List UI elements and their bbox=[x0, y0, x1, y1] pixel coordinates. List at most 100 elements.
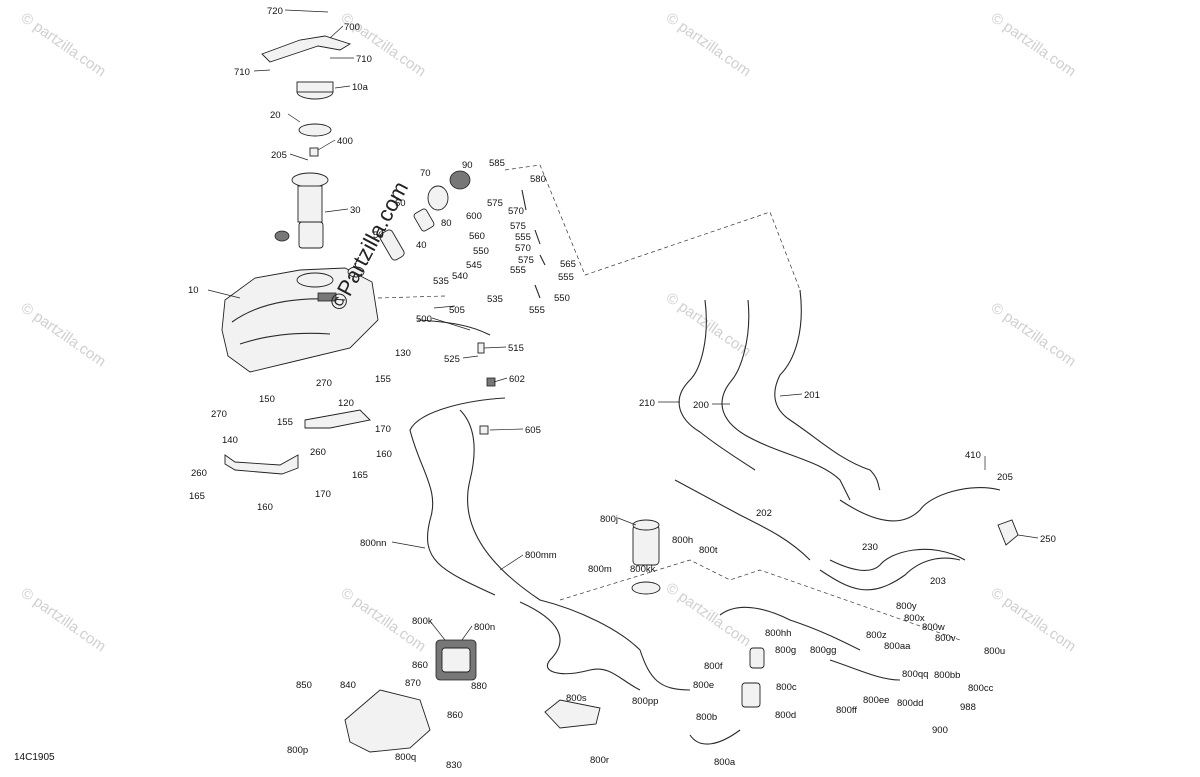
part-label: 535 bbox=[433, 276, 449, 287]
fuel-filter-sock-part bbox=[274, 230, 290, 242]
part-label: 800y bbox=[896, 601, 917, 612]
part-label: 830 bbox=[446, 760, 462, 771]
part-label: 201 bbox=[804, 390, 820, 401]
part-label: 605 bbox=[525, 425, 541, 436]
part-label: 880 bbox=[471, 681, 487, 692]
fuel-pump-assembly bbox=[261, 35, 352, 249]
part-label: 500 bbox=[416, 314, 432, 325]
part-label: 800h bbox=[672, 535, 693, 546]
part-label: 575 bbox=[518, 255, 534, 266]
part-label: 800z bbox=[866, 630, 887, 641]
part-label: 870 bbox=[405, 678, 421, 689]
throttle-body-section bbox=[344, 639, 601, 753]
part-label: 575 bbox=[510, 221, 526, 232]
part-label: 205 bbox=[271, 150, 287, 161]
evap-canister-section bbox=[559, 519, 961, 745]
part-label: 170 bbox=[375, 424, 391, 435]
tank-strap-part bbox=[261, 35, 352, 63]
part-label: 850 bbox=[296, 680, 312, 691]
fuel-rail-lines bbox=[674, 289, 1019, 591]
hose-fittings bbox=[417, 189, 546, 435]
part-label: 575 bbox=[487, 198, 503, 209]
part-label: 800aa bbox=[884, 641, 911, 652]
part-label: 505 bbox=[449, 305, 465, 316]
part-label: 800d bbox=[775, 710, 796, 721]
watermark-text: © partzilla.com bbox=[663, 579, 754, 650]
watermark-text: © partzilla.com bbox=[663, 9, 754, 80]
part-label: 585 bbox=[489, 158, 505, 169]
part-label: 800s bbox=[566, 693, 587, 704]
part-label: 555 bbox=[515, 232, 531, 243]
lock-ring-body-part bbox=[296, 81, 334, 93]
watermark-text: © partzilla.com bbox=[988, 299, 1079, 370]
part-label: 800k bbox=[412, 616, 433, 627]
part-label: 202 bbox=[756, 508, 772, 519]
part-label: 515 bbox=[508, 343, 524, 354]
part-label: 400 bbox=[337, 136, 353, 147]
watermark-text: © partzilla.com bbox=[18, 9, 109, 80]
part-label: 10 bbox=[188, 285, 199, 296]
part-label: 270 bbox=[211, 409, 227, 420]
part-label: 800r bbox=[590, 755, 609, 766]
part-label: 30 bbox=[350, 205, 361, 216]
part-label: 555 bbox=[510, 265, 526, 276]
part-label: 560 bbox=[469, 231, 485, 242]
part-label: 800pp bbox=[632, 696, 658, 707]
part-label: 800nn bbox=[360, 538, 386, 549]
part-label: 555 bbox=[529, 305, 545, 316]
part-label: 260 bbox=[191, 468, 207, 479]
part-label: 70 bbox=[420, 168, 431, 179]
watermark-text: © partzilla.com bbox=[988, 584, 1079, 655]
watermark-text: © partzilla.com bbox=[18, 584, 109, 655]
watermark-text: © partzilla.com bbox=[338, 9, 429, 80]
part-label: 155 bbox=[375, 374, 391, 385]
part-label: 570 bbox=[515, 243, 531, 254]
part-label: 203 bbox=[930, 576, 946, 587]
part-label: 860 bbox=[447, 710, 463, 721]
part-label: 230 bbox=[862, 542, 878, 553]
part-label: 165 bbox=[352, 470, 368, 481]
part-label: 800b bbox=[696, 712, 717, 723]
part-label: 200 bbox=[693, 400, 709, 411]
part-label: 860 bbox=[412, 660, 428, 671]
part-label: 80 bbox=[441, 218, 452, 229]
part-label: 800a bbox=[714, 757, 736, 768]
part-label: 410 bbox=[965, 450, 981, 461]
pump-canister-part bbox=[298, 221, 324, 249]
part-label: 20 bbox=[270, 110, 281, 121]
part-label: 165 bbox=[189, 491, 205, 502]
part-label: 800u bbox=[984, 646, 1005, 657]
part-label: 535 bbox=[487, 294, 503, 305]
part-label: 800hh bbox=[765, 628, 791, 639]
part-label: 800t bbox=[699, 545, 718, 556]
pump-flange-part bbox=[291, 172, 329, 188]
part-label: 800cc bbox=[968, 683, 994, 694]
part-label: 710 bbox=[356, 54, 372, 65]
part-label: 555 bbox=[558, 272, 574, 283]
part-label: 120 bbox=[338, 398, 354, 409]
part-label: 800q bbox=[395, 752, 416, 763]
part-label: 800gg bbox=[810, 645, 836, 656]
part-label: 130 bbox=[395, 348, 411, 359]
part-label: 160 bbox=[257, 502, 273, 513]
part-label: 140 bbox=[222, 435, 238, 446]
part-label: 525 bbox=[444, 354, 460, 365]
part-label: 155 bbox=[277, 417, 293, 428]
part-label: 800f bbox=[704, 661, 723, 672]
part-label: 210 bbox=[639, 398, 655, 409]
fitting-part bbox=[309, 147, 319, 157]
part-label: 50 bbox=[373, 230, 384, 241]
part-label: 170 bbox=[315, 489, 331, 500]
part-label: 600 bbox=[466, 211, 482, 222]
leader-lines bbox=[207, 9, 1039, 641]
part-label: 10a bbox=[352, 82, 369, 93]
filter-regulator-parts bbox=[377, 164, 801, 299]
part-label: 205 bbox=[997, 472, 1013, 483]
part-label: 800e bbox=[693, 680, 714, 691]
pump-body-part bbox=[297, 185, 323, 223]
part-label: 800c bbox=[776, 682, 797, 693]
part-label: 800x bbox=[904, 613, 925, 624]
part-label: 90 bbox=[462, 160, 473, 171]
